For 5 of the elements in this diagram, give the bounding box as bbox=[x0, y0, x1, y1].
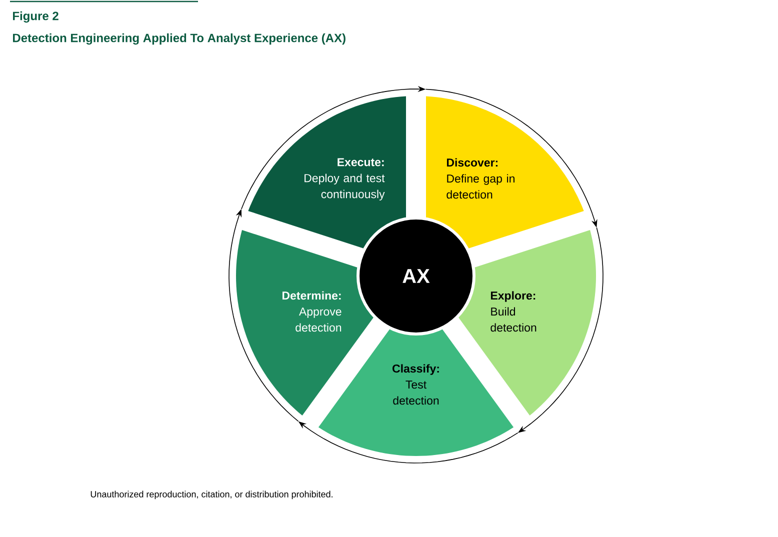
figure-title: Detection Engineering Applied To Analyst Experience (AX) bbox=[13, 33, 346, 45]
source-note: Unauthorized reproduction, citation, or distribution prohibited. bbox=[90, 490, 332, 500]
segment: Execute: Deploy and test continuously bbox=[248, 96, 406, 262]
segment: Discover: Define gap in detection bbox=[426, 96, 584, 262]
figure-number: Figure 2 bbox=[13, 11, 58, 23]
